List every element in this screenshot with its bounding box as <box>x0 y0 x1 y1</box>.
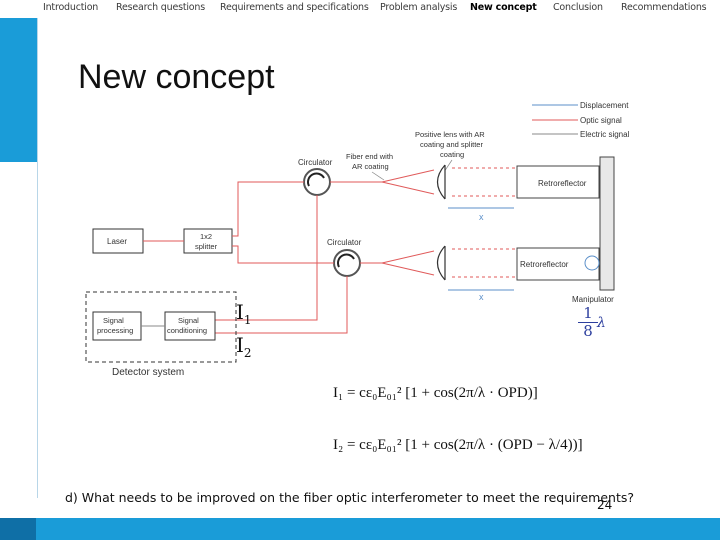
lambda-symbol: λ <box>597 315 606 331</box>
retroreflector-1-label: Retroreflector <box>538 179 587 188</box>
retroreflector-1-box <box>516 165 600 199</box>
signal-conditioning-box <box>164 311 216 341</box>
page-number: 24 <box>597 498 613 512</box>
left-divider <box>37 18 38 498</box>
optic-paths <box>143 167 515 334</box>
nav-item-problem-analysis[interactable]: Problem analysis <box>380 2 458 13</box>
intensity-2-label: I2 <box>236 333 252 360</box>
retroreflector-2-label: Retroreflector <box>520 260 569 269</box>
legend-electric-label: Electric signal <box>580 130 630 139</box>
detector-system-box <box>85 291 237 363</box>
bottom-left-block <box>0 518 36 540</box>
displacement-arrows <box>448 207 514 291</box>
nav-item-introduction[interactable]: Introduction <box>43 2 99 13</box>
legend: Displacement Optic signal Electric signa… <box>532 101 630 139</box>
bottom-accent-bar <box>0 518 720 540</box>
slide-title: New concept <box>78 58 275 96</box>
displacement-x-2: x <box>479 292 484 302</box>
detector-system-label: Detector system <box>112 367 184 378</box>
nav-item-recommendations[interactable]: Recommendations <box>621 2 707 13</box>
equation-2: I₂ = cε₀E₀₁² [1 + cos(2π/λ · (OPD − λ/4)… <box>333 437 583 453</box>
fiber-end-label: Fiber end with AR coating <box>346 152 395 171</box>
intensity-1-label: I1 <box>236 300 252 327</box>
left-accent-bar <box>0 18 37 162</box>
eighth-fraction: 1 8 <box>578 306 598 339</box>
research-question-text: d) What needs to be improved on the fibe… <box>65 490 635 505</box>
lens-2-icon <box>436 245 446 281</box>
nav-item-research-questions[interactable]: Research questions <box>116 2 205 13</box>
signal-processing-label: Signal processing <box>97 316 133 335</box>
interferometer-diagram: Displacement Optic signal Electric signa… <box>85 101 630 378</box>
manipulator-bar <box>599 156 615 291</box>
signal-processing-box <box>92 311 142 341</box>
nav-item-conclusion[interactable]: Conclusion <box>553 2 603 13</box>
lens-1-icon <box>436 164 446 200</box>
circulator-2-label: Circulator <box>327 238 362 247</box>
displacement-x-1: x <box>479 212 484 222</box>
nav-item-new-concept[interactable]: New concept <box>470 2 537 13</box>
splitter-label: 1x2 splitter <box>195 232 218 251</box>
nav-item-requirements[interactable]: Requirements and specifications <box>220 2 369 13</box>
signal-conditioning-label: Signal conditioning <box>167 316 207 335</box>
legend-displacement-label: Displacement <box>580 101 629 110</box>
equation-1: I₁ = cε₀E₀₁² [1 + cos(2π/λ · OPD)] <box>333 385 538 401</box>
circulator-1-label: Circulator <box>298 158 333 167</box>
legend-optic-label: Optic signal <box>580 116 622 125</box>
splitter-box <box>183 228 233 254</box>
manipulator-label: Manipulator <box>572 295 614 304</box>
laser-label: Laser <box>107 237 127 246</box>
rotation-stage-icon <box>584 255 600 271</box>
lens-label: Positive lens with AR coating and splitt… <box>415 130 487 159</box>
top-navigation: Introduction Research questions Requirem… <box>0 0 720 18</box>
